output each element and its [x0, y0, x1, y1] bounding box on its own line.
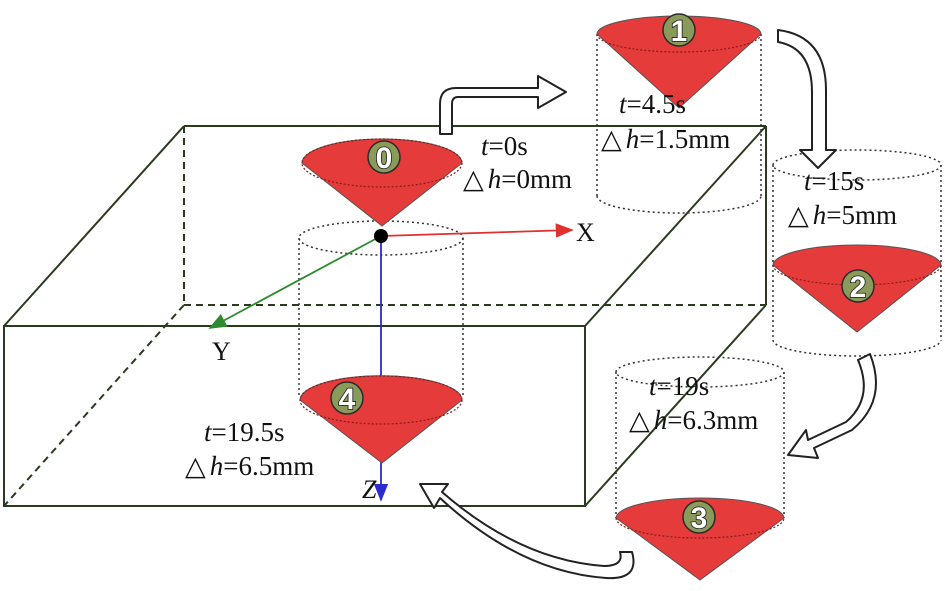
- stage-1-number: 1: [671, 15, 688, 48]
- stage-1-depth: =1.5mm: [639, 124, 730, 154]
- svg-text:△h=5mm: △h=5mm: [788, 200, 897, 230]
- svg-text:△h=0mm: △h=0mm: [463, 164, 572, 194]
- stage-2-t-symbol: t: [804, 166, 813, 196]
- stage-3-t-symbol: t: [649, 371, 658, 401]
- box-front-face: [3, 325, 586, 507]
- stage-4-time: =19.5s: [212, 417, 285, 447]
- svg-text:t=4.5s: t=4.5s: [619, 89, 686, 119]
- stage-4-h-symbol: h: [210, 451, 224, 481]
- stage-0-label: t=0s △h=0mm: [463, 131, 572, 194]
- stage-0-time: =0s: [489, 131, 528, 161]
- stage-0-depth: =0mm: [501, 164, 572, 194]
- stage-2-time: =15s: [812, 166, 865, 196]
- right-curved-arrow-0-to-1: [439, 75, 567, 135]
- right-curved-arrow-3-to-4: [419, 483, 635, 580]
- box-top-right-edge: [584, 125, 767, 327]
- stage-3-delta-symbol: △: [629, 405, 650, 435]
- stage-3-time: =19s: [657, 371, 710, 401]
- svg-text:t=19s: t=19s: [649, 371, 709, 401]
- z-axis-label: Z: [362, 475, 377, 504]
- origin-point: [374, 229, 388, 243]
- stage-3-group: 3: [615, 356, 785, 581]
- svg-text:△h=6.5mm: △h=6.5mm: [185, 451, 314, 481]
- svg-text:t=15s: t=15s: [804, 166, 864, 196]
- stage-1-delta-symbol: △: [601, 124, 622, 154]
- x-axis: [380, 223, 574, 238]
- stage-2-delta-symbol: △: [788, 200, 809, 230]
- stage-4-t-symbol: t: [204, 417, 213, 447]
- right-curved-arrow-1-to-2: [777, 29, 837, 169]
- y-axis: [208, 235, 382, 329]
- stage-2-label: t=15s △h=5mm: [788, 166, 897, 230]
- stage-2-number: 2: [850, 271, 867, 304]
- stage-4-label: t=19.5s △h=6.5mm: [185, 417, 314, 481]
- stage-4-depth: =6.5mm: [223, 451, 314, 481]
- svg-text:t=19.5s: t=19.5s: [204, 417, 285, 447]
- svg-text:△h=1.5mm: △h=1.5mm: [601, 124, 730, 154]
- stage-1-label: t=4.5s △h=1.5mm: [601, 89, 730, 154]
- y-axis-label: Y: [212, 337, 231, 366]
- stage-0-delta-symbol: △: [463, 164, 484, 194]
- stage-0-number: 0: [376, 142, 393, 175]
- stage-3-h-symbol: h: [654, 405, 668, 435]
- stage-2-h-symbol: h: [813, 200, 827, 230]
- stage-4-delta-symbol: △: [185, 451, 206, 481]
- stage-0-t-symbol: t: [481, 131, 490, 161]
- stage-3-label: t=19s △h=6.3mm: [629, 371, 758, 435]
- box-hidden-left-edge: [3, 304, 185, 507]
- stage-1-t-symbol: t: [619, 89, 628, 119]
- svg-text:t=0s: t=0s: [481, 131, 528, 161]
- box-right-bottom-edge: [584, 304, 767, 507]
- stage-0-h-symbol: h: [488, 164, 502, 194]
- stage-2-depth: =5mm: [826, 200, 897, 230]
- right-curved-arrow-2-to-3: [787, 353, 877, 459]
- stage-4-cone: 4: [299, 375, 463, 464]
- flow-arrows: [419, 29, 877, 580]
- stage-3-depth: =6.3mm: [667, 405, 758, 435]
- stage-0-cone: 0: [301, 138, 463, 227]
- stage-3-number: 3: [691, 502, 708, 535]
- svg-text:△h=6.3mm: △h=6.3mm: [629, 405, 758, 435]
- stage-1-group: 1: [596, 13, 762, 214]
- x-axis-label: X: [576, 218, 595, 247]
- stage-1-h-symbol: h: [626, 124, 640, 154]
- box-top-left-edge: [3, 125, 185, 327]
- stage-4-number: 4: [339, 383, 356, 416]
- stage-2-group: 2: [772, 149, 942, 357]
- workpiece-box: [3, 125, 767, 507]
- stage-1-time: =4.5s: [627, 89, 686, 119]
